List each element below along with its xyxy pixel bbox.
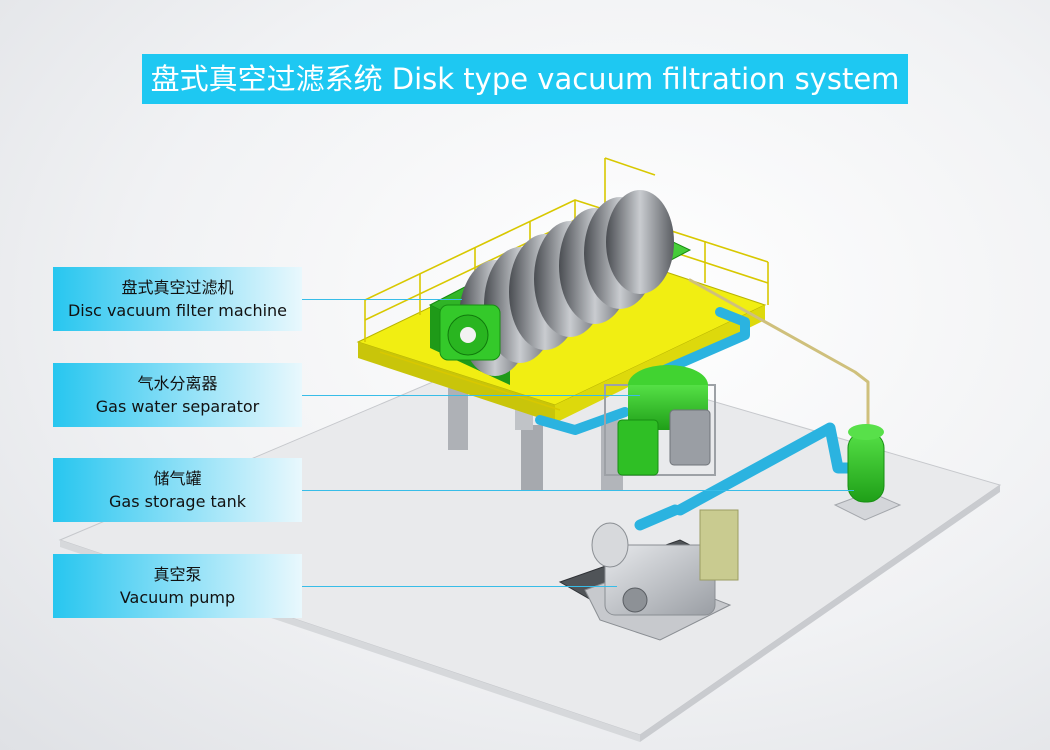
callout-disc-filter: 盘式真空过滤机 Disc vacuum filter machine bbox=[53, 267, 302, 331]
page-title: 盘式真空过滤系统 Disk type vacuum filtration sys… bbox=[142, 54, 908, 104]
leader-line-gas-water-separator bbox=[302, 395, 640, 396]
gas-water-separator bbox=[604, 365, 716, 476]
callout-label-en: Gas storage tank bbox=[109, 492, 246, 511]
callout-label-zh: 储气罐 bbox=[153, 469, 202, 488]
drive-unit bbox=[439, 304, 501, 361]
leader-line-vacuum-pump bbox=[302, 586, 617, 587]
callout-label-en: Vacuum pump bbox=[119, 588, 236, 607]
gas-storage-tank bbox=[833, 424, 902, 521]
leader-line-gas-storage-tank bbox=[302, 490, 854, 491]
vacuum-pump bbox=[558, 509, 739, 641]
callout-label-en: Gas water separator bbox=[95, 397, 260, 416]
callout-label-zh: 气水分离器 bbox=[137, 374, 218, 393]
callout-label-zh: 盘式真空过滤机 bbox=[121, 278, 234, 297]
callout-gas-storage-tank: 储气罐 Gas storage tank bbox=[53, 458, 302, 522]
leader-line-disc-filter bbox=[302, 299, 462, 300]
disc-vacuum-filter-machine bbox=[428, 190, 692, 385]
callout-gas-water-separator: 气水分离器 Gas water separator bbox=[53, 363, 302, 427]
callout-label-zh: 真空泵 bbox=[153, 565, 202, 584]
callout-vacuum-pump: 真空泵 Vacuum pump bbox=[53, 554, 302, 618]
callout-label-en: Disc vacuum filter machine bbox=[67, 301, 288, 320]
